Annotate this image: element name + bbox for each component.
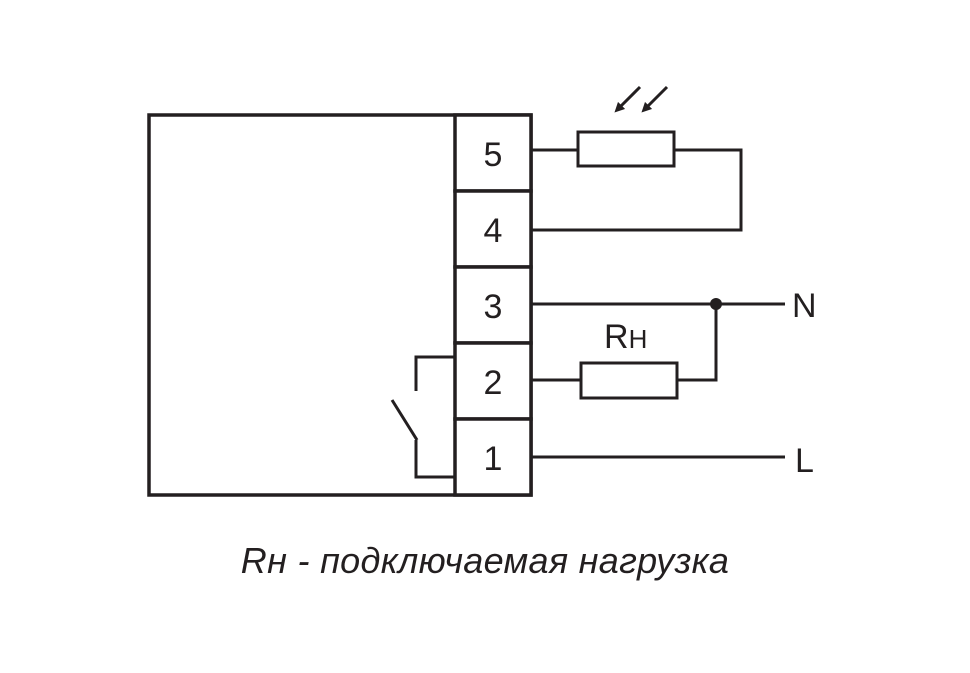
photoresistor-body	[576, 130, 676, 168]
neutral-label: N	[792, 287, 817, 325]
load-resistor: RH	[531, 304, 718, 400]
terminal-1-label: 1	[484, 440, 503, 478]
live-label: L	[795, 442, 814, 480]
diagram-caption: Rн - подключаемая нагрузка	[240, 540, 730, 581]
photoresistor-light-arrows-icon	[614, 85, 669, 113]
resistor-icon	[579, 361, 679, 400]
terminal-block: 5 4 3 2 1	[453, 113, 533, 497]
load-resistor-symbol: R	[604, 318, 629, 356]
wire-photoresistor-return	[531, 148, 743, 232]
terminal-3-label: 3	[484, 288, 503, 326]
terminal-5-label: 5	[484, 136, 503, 174]
photoresistor-circuit	[531, 85, 743, 232]
load-resistor-subscript: H	[629, 324, 648, 354]
relay-contact-icon	[390, 355, 455, 479]
terminal-2-label: 2	[484, 364, 503, 402]
terminal-4-label: 4	[484, 212, 503, 250]
load-resistor-label: RH	[604, 318, 647, 356]
